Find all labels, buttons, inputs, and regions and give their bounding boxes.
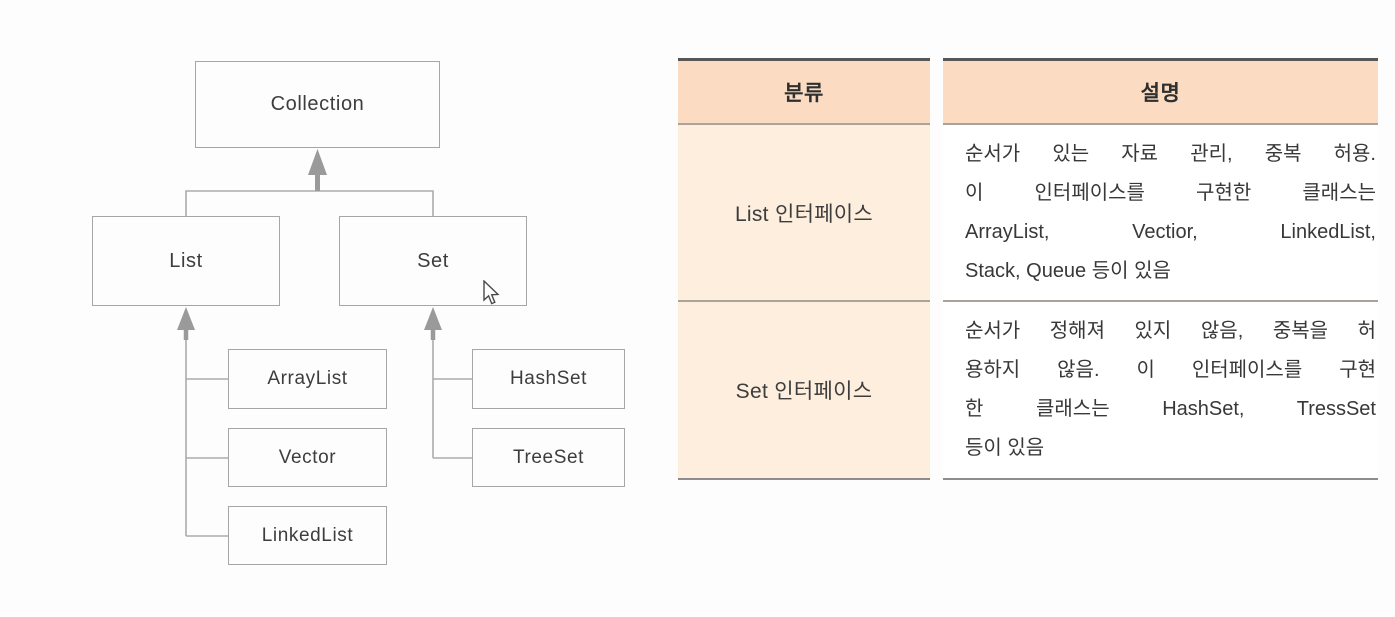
diagram-node-treeset: TreeSet bbox=[472, 428, 625, 487]
description-line: 용하지 않음. 이 인터페이스를 구현 bbox=[965, 359, 1376, 381]
diagram-connector-lines bbox=[177, 149, 472, 537]
diagram-node-list: List bbox=[92, 216, 280, 306]
node-label-vector: Vector bbox=[278, 446, 337, 468]
node-label-collection: Collection bbox=[270, 93, 365, 115]
table-column-category: 분류 List 인터페이스 Set 인터페이스 bbox=[678, 58, 930, 480]
description-cell-set: 순서가 정해져 있지 않음, 중복을 허 용하지 않음. 이 인터페이스를 구현… bbox=[943, 300, 1378, 478]
node-label-hashset: HashSet bbox=[509, 368, 588, 389]
diagram-node-collection: Collection bbox=[195, 61, 440, 148]
diagram-node-vector: Vector bbox=[228, 428, 387, 487]
description-line: 한 클래스는 HashSet, TressSet bbox=[965, 398, 1376, 420]
interface-description-table: 분류 List 인터페이스 Set 인터페이스 설명 순서가 있는 자료 관리,… bbox=[678, 58, 1378, 480]
diagram-node-arraylist: ArrayList bbox=[228, 349, 387, 409]
node-label-set: Set bbox=[417, 249, 449, 272]
class-hierarchy-diagram: Collection List Set ArrayList Vector Lin… bbox=[0, 0, 660, 617]
arrow-up-set-icon bbox=[424, 307, 442, 330]
category-cell-list: List 인터페이스 bbox=[678, 123, 930, 300]
table-column-gap bbox=[930, 58, 943, 480]
category-label-list: List 인터페이스 bbox=[734, 202, 874, 226]
category-cell-set: Set 인터페이스 bbox=[678, 300, 930, 478]
node-label-arraylist: ArrayList bbox=[267, 368, 348, 389]
description-line: ArrayList, Vectior, LinkedList, bbox=[965, 220, 1376, 243]
description-line: 순서가 정해져 있지 않음, 중복을 허 bbox=[965, 320, 1376, 342]
node-label-treeset: TreeSet bbox=[512, 446, 585, 468]
description-cell-list: 순서가 있는 자료 관리, 중복 허용. 이 인터페이스를 구현한 클래스는 A… bbox=[943, 123, 1378, 300]
diagram-node-linkedlist: LinkedList bbox=[228, 506, 387, 565]
column-header-description: 설명 bbox=[943, 61, 1378, 123]
arrow-up-collection-icon bbox=[308, 149, 327, 175]
description-line: Stack, Queue 등이 있음 bbox=[965, 259, 1171, 282]
category-label-set: Set 인터페이스 bbox=[735, 380, 873, 403]
diagram-node-hashset: HashSet bbox=[472, 349, 625, 409]
mouse-cursor-icon bbox=[483, 280, 500, 305]
header-label-description: 설명 bbox=[1140, 82, 1181, 105]
description-line: 이 인터페이스를 구현한 클래스는 bbox=[965, 181, 1376, 204]
table-column-description: 설명 순서가 있는 자료 관리, 중복 허용. 이 인터페이스를 구현한 클래스… bbox=[943, 58, 1378, 480]
header-label-category: 분류 bbox=[784, 82, 824, 105]
arrow-up-list-icon bbox=[177, 307, 195, 330]
description-line: 순서가 있는 자료 관리, 중복 허용. bbox=[965, 142, 1376, 165]
column-header-category: 분류 bbox=[678, 61, 930, 123]
diagram-node-set: Set bbox=[339, 216, 527, 306]
node-label-list: List bbox=[169, 249, 203, 272]
node-label-linkedlist: LinkedList bbox=[261, 524, 354, 546]
description-line: 등이 있음 bbox=[965, 437, 1045, 459]
